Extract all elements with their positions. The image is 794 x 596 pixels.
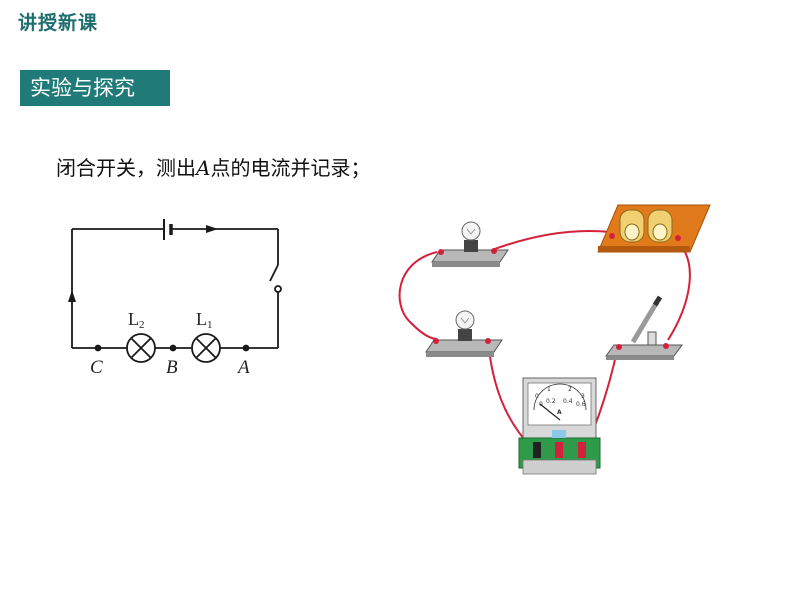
- current-arrow-top: [206, 225, 218, 233]
- scale-top-3: 3: [581, 393, 585, 400]
- lamp-l1-symbol: [191, 333, 221, 363]
- bulb-icon: [455, 310, 475, 330]
- node-b: [169, 344, 177, 352]
- lamp-l2-label: L2: [128, 309, 145, 331]
- switch-blade: [630, 300, 660, 344]
- instruction-text: 闭合开关，测出A点的电流并记录；: [56, 152, 370, 181]
- scale-top-0: 0: [535, 393, 539, 400]
- current-arrow-left: [68, 290, 76, 302]
- terminal-negative: [533, 442, 541, 458]
- lamp-bottom-assembly: [425, 310, 503, 357]
- physical-circuit: 0 1 2 3 0 0.2 0.4 0.6 A: [398, 204, 711, 475]
- scale-bottom-0: 0: [539, 401, 543, 408]
- scale-bottom-3: 0.6: [576, 401, 586, 408]
- terminal-06: [555, 442, 563, 458]
- point-c-label: C: [90, 357, 103, 378]
- section-badge: 实验与探究: [20, 70, 170, 106]
- ammeter-dial: [527, 382, 592, 426]
- point-a-label: A: [236, 357, 250, 378]
- ammeter-needle: [539, 403, 561, 421]
- battery-holder: [597, 204, 711, 253]
- instruction-point: A: [196, 156, 211, 180]
- instruction-after: 点的电流并记录；: [210, 156, 371, 180]
- lamp-top-assembly: [431, 221, 509, 267]
- bulb-icon: [461, 221, 481, 241]
- wire-lamp-top-to-battery: [491, 229, 611, 251]
- node-a: [242, 344, 250, 352]
- circuit-schematic: [68, 219, 282, 363]
- scale-top-2: 2: [568, 386, 572, 393]
- ammeter-unit: A: [557, 409, 562, 416]
- wire-lamp-top-to-lamp-bottom: [398, 251, 438, 340]
- point-b-label: B: [166, 357, 178, 378]
- node-c: [94, 344, 102, 352]
- lamp-l1-label: L1: [196, 309, 213, 331]
- ammeter: 0 1 2 3 0 0.2 0.4 0.6 A: [518, 377, 601, 475]
- scale-top-1: 1: [547, 386, 551, 393]
- lamp-l2-symbol: [126, 333, 156, 363]
- scale-bottom-2: 0.4: [563, 398, 573, 405]
- wire-battery-to-switch: [667, 239, 691, 341]
- scale-bottom-1: 0.2: [546, 398, 556, 405]
- switch-contact: [274, 285, 282, 293]
- terminal-3: [578, 442, 586, 458]
- knife-switch: [605, 295, 683, 360]
- header-title: 讲授新课: [18, 12, 99, 34]
- switch-lever: [269, 264, 279, 282]
- instruction-before: 闭合开关，测出: [56, 156, 196, 180]
